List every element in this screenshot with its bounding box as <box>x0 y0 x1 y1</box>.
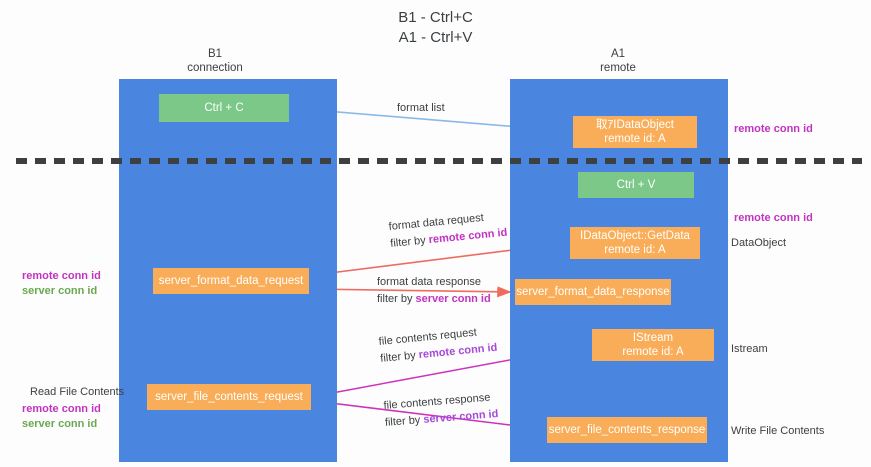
edge-label-format-list-line1: format list <box>397 102 445 114</box>
annotation-right-dataobject: DataObject <box>731 237 787 249</box>
annotation-right-write-file-contents: Write File Contents <box>731 425 825 437</box>
edge-label-format-list: format list <box>397 100 445 117</box>
annotation-right-remote-conn-id-top: remote conn id <box>734 123 813 135</box>
annotation-left-remote-conn-id-bottom: remote conn id <box>22 403 101 415</box>
node-server-file-contents-response[interactable]: server_file_contents_response <box>547 417 707 443</box>
node-idataobject[interactable]: 取ｱIDataObject remote id: A <box>573 116 697 148</box>
filter-by-prefix: filter by <box>384 413 424 429</box>
column-header-a1: A1 remote <box>600 48 636 74</box>
filter-by-prefix: filter by <box>379 349 420 365</box>
filter-key: server conn id <box>415 293 491 305</box>
filter-by-prefix: filter by <box>377 293 416 305</box>
edge-label-format-data-response: format data response filter by server co… <box>377 274 491 308</box>
node-ctrl-c[interactable]: Ctrl + C <box>159 94 289 122</box>
node-server-file-contents-request[interactable]: server_file_contents_request <box>147 384 311 410</box>
node-server-format-data-response[interactable]: server_format_data_response <box>515 279 671 305</box>
filter-by-prefix: filter by <box>389 234 430 250</box>
annotation-right-istream: Istream <box>731 343 768 355</box>
page-title: B1 - Ctrl+C A1 - Ctrl+V <box>398 9 473 46</box>
annotation-right-remote-conn-id-mid: remote conn id <box>734 212 813 224</box>
section-divider <box>16 158 862 164</box>
annotation-left-remote-conn-id-mid: remote conn id <box>22 270 101 282</box>
annotation-left-server-conn-id-mid: server conn id <box>22 285 98 297</box>
edge-label-format-data-request: format data request filter by remote con… <box>388 208 508 253</box>
edge-label-file-contents-response: file contents response filter by server … <box>383 389 499 432</box>
filter-key: server conn id <box>422 408 499 426</box>
node-ctrl-v[interactable]: Ctrl + V <box>578 172 694 198</box>
annotation-left-read-file-contents: Read File Contents <box>30 386 125 398</box>
edge-label-file-contents-request: file contents request filter by remote c… <box>378 323 498 368</box>
node-server-format-data-request[interactable]: server_format_data_request <box>153 268 309 294</box>
node-idataobject-getdata[interactable]: IDataObject::GetData remote id: A <box>570 227 700 259</box>
edge-label-line1: format data response <box>377 276 481 288</box>
node-istream[interactable]: IStream remote id: A <box>592 329 714 361</box>
column-header-b1: B1 connection <box>187 48 243 74</box>
annotation-left-server-conn-id-bottom: server conn id <box>22 418 98 430</box>
edge-label-line2: filter by server conn id <box>377 291 491 308</box>
